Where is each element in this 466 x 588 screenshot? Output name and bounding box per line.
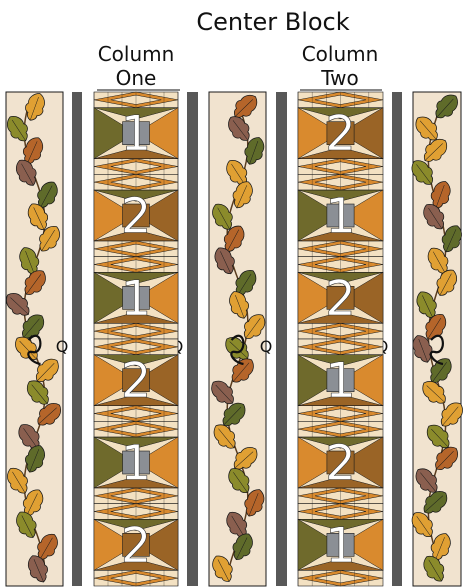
block-number: 2 [325,271,356,327]
sashing-strip [187,92,198,586]
patch-column: 1 2 1 2 1 2 [94,92,178,586]
block-number: 1 [325,189,356,245]
patch-column: 2 1 2 1 2 1 [298,92,383,586]
block-number: 1 [325,353,356,409]
column-two-label-line2: Two [320,66,359,90]
block-number: 1 [325,518,356,574]
vine-strip [407,90,466,586]
block-number: 1 [121,106,152,162]
column-two-label-line1: Column [302,42,379,66]
block-number: 2 [325,436,356,492]
block-number: 2 [325,106,356,162]
title: Center Block [196,8,349,36]
block-number: 2 [121,353,152,409]
sashing-strip [392,92,402,586]
sashing-label: Q [56,337,69,356]
block-number: 2 [121,518,152,574]
block-number: 2 [121,189,152,245]
sashing-strip [72,92,82,586]
column-one-label-line2: One [116,66,157,90]
sashing-strip [276,92,287,586]
sashing-label: Q [260,337,273,356]
column-one-label-line1: Column [98,42,175,66]
block-number: 1 [121,271,152,327]
block-number: 1 [121,436,152,492]
